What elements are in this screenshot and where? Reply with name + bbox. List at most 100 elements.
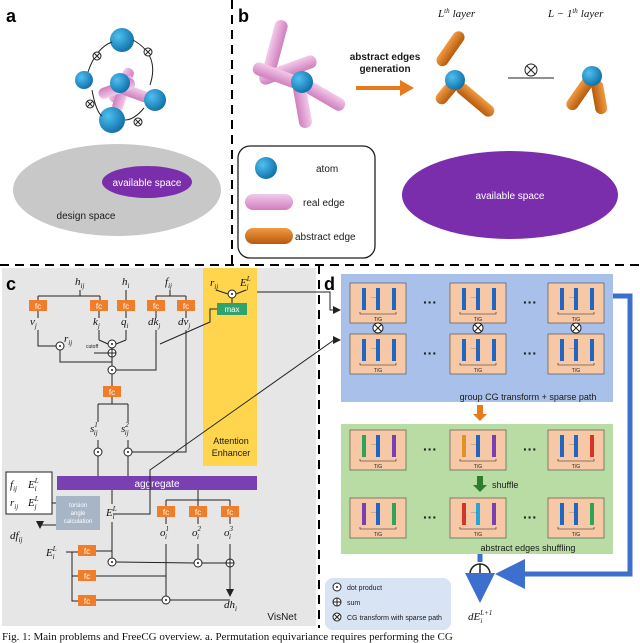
atom-icon xyxy=(144,89,166,111)
atom-icon xyxy=(445,70,465,90)
fc-label: fc xyxy=(123,302,129,311)
feature-bar xyxy=(560,435,564,457)
layer-lm1-molecule xyxy=(566,66,608,115)
visnet-background xyxy=(2,268,316,626)
cg-cell: ··· T/G xyxy=(449,333,507,375)
fc-block xyxy=(103,386,121,397)
feature-bar xyxy=(462,503,466,525)
feature-bar xyxy=(362,503,366,525)
cg-cell: ··· T/G xyxy=(349,282,407,324)
cg-cell: ···T/G xyxy=(547,497,605,539)
feature-bar xyxy=(590,288,594,310)
r-ij-label: rij xyxy=(64,333,72,347)
tg-label: T/G xyxy=(374,532,382,538)
fc-row-1: fc fc fc fc fc xyxy=(29,300,195,311)
torsion-label-3: calculation xyxy=(64,519,92,525)
feature-bar xyxy=(574,288,578,310)
fc-label: fc xyxy=(96,302,102,311)
fc-block xyxy=(29,300,47,311)
panel-a: a available space design space xyxy=(6,6,221,236)
dot-product-icon xyxy=(193,558,203,568)
tg-label: T/G xyxy=(474,464,482,470)
figure-caption: Fig. 1: Main problems and FreeCG overvie… xyxy=(2,631,453,643)
cg-cell: ···T/G xyxy=(547,333,605,375)
panel-a-label: a xyxy=(6,6,17,26)
feature-bar xyxy=(376,339,380,361)
feature-bar xyxy=(392,503,396,525)
cell-ellipsis: ··· xyxy=(471,510,477,516)
atom-icon xyxy=(110,73,130,93)
cg-cell: ··· T/G xyxy=(349,497,407,539)
fc-block xyxy=(90,300,108,311)
torsion-box xyxy=(56,496,100,530)
aggregate-bar xyxy=(57,476,257,490)
dot-product-icon xyxy=(107,339,117,349)
cell-ellipsis: ··· xyxy=(471,346,477,352)
feature-bar xyxy=(462,435,466,457)
atom-icon xyxy=(582,66,602,86)
row-ellipsis: ··· xyxy=(523,294,537,310)
otimes-icon xyxy=(472,322,484,334)
tg-label: T/G xyxy=(374,317,382,323)
vec-r-ij-label: rij xyxy=(210,277,218,291)
cg-cell: ···T/G xyxy=(349,429,407,471)
feature-bar xyxy=(476,339,480,361)
dh-i-label: dhi xyxy=(224,599,237,613)
abstract-edge-swatch xyxy=(245,228,293,244)
panel-d-label: d xyxy=(324,274,335,294)
cell-ellipsis: ··· xyxy=(371,510,377,516)
feature-bar xyxy=(362,288,366,310)
generation-arrow xyxy=(356,80,414,96)
fc-block xyxy=(78,545,96,556)
fc-label: fc xyxy=(35,302,41,311)
shuffle-word: shuffle xyxy=(492,480,518,490)
panel-d-legend xyxy=(325,578,451,630)
real-edge-swatch xyxy=(245,194,293,210)
feature-bar xyxy=(362,435,366,457)
cg-cell: ···T/G xyxy=(547,429,605,471)
otimes-icon xyxy=(92,51,102,61)
torsion-label-1: torsion xyxy=(69,503,87,509)
tg-label: T/G xyxy=(474,368,482,374)
cell-ellipsis: ··· xyxy=(569,346,575,352)
feature-bar xyxy=(560,503,564,525)
connector-c-to-d-2 xyxy=(113,336,341,515)
tg-label: T/G xyxy=(572,464,580,470)
abstract-edges-label-2: generation xyxy=(359,64,410,75)
feature-bar xyxy=(560,339,564,361)
cg-cell: ···T/G xyxy=(449,282,507,324)
skip-connection xyxy=(495,293,633,589)
atom-icon xyxy=(291,71,313,93)
atom-icon xyxy=(110,28,134,52)
panel-c-label: c xyxy=(6,274,16,294)
aggregate-label: aggregate xyxy=(134,479,179,490)
cg-cell: ···T/G xyxy=(449,497,507,539)
q-i-label: qi xyxy=(121,316,129,330)
layer-l-molecule xyxy=(435,31,495,117)
feature-bar xyxy=(574,339,578,361)
panel-c: c hij hi fij fc fc fc fc fc vj kj qi dkj… xyxy=(2,268,316,626)
feature-bar xyxy=(476,435,480,457)
atom-icon xyxy=(255,157,277,179)
v-j-label: vj xyxy=(30,316,37,330)
fc-block xyxy=(157,506,175,517)
abstract-edges-label-1: abstract edges xyxy=(350,52,421,63)
row-ellipsis: ··· xyxy=(423,441,437,457)
feature-bar xyxy=(462,339,466,361)
feature-bar xyxy=(462,288,466,310)
cell-ellipsis: ··· xyxy=(569,510,575,516)
dot-product-icon xyxy=(93,447,103,457)
cell-ellipsis: ··· xyxy=(471,442,477,448)
cell-ellipsis: ··· xyxy=(371,295,377,301)
dk-j-label: dkj xyxy=(148,316,160,330)
available-space-ellipse-b xyxy=(402,151,618,239)
